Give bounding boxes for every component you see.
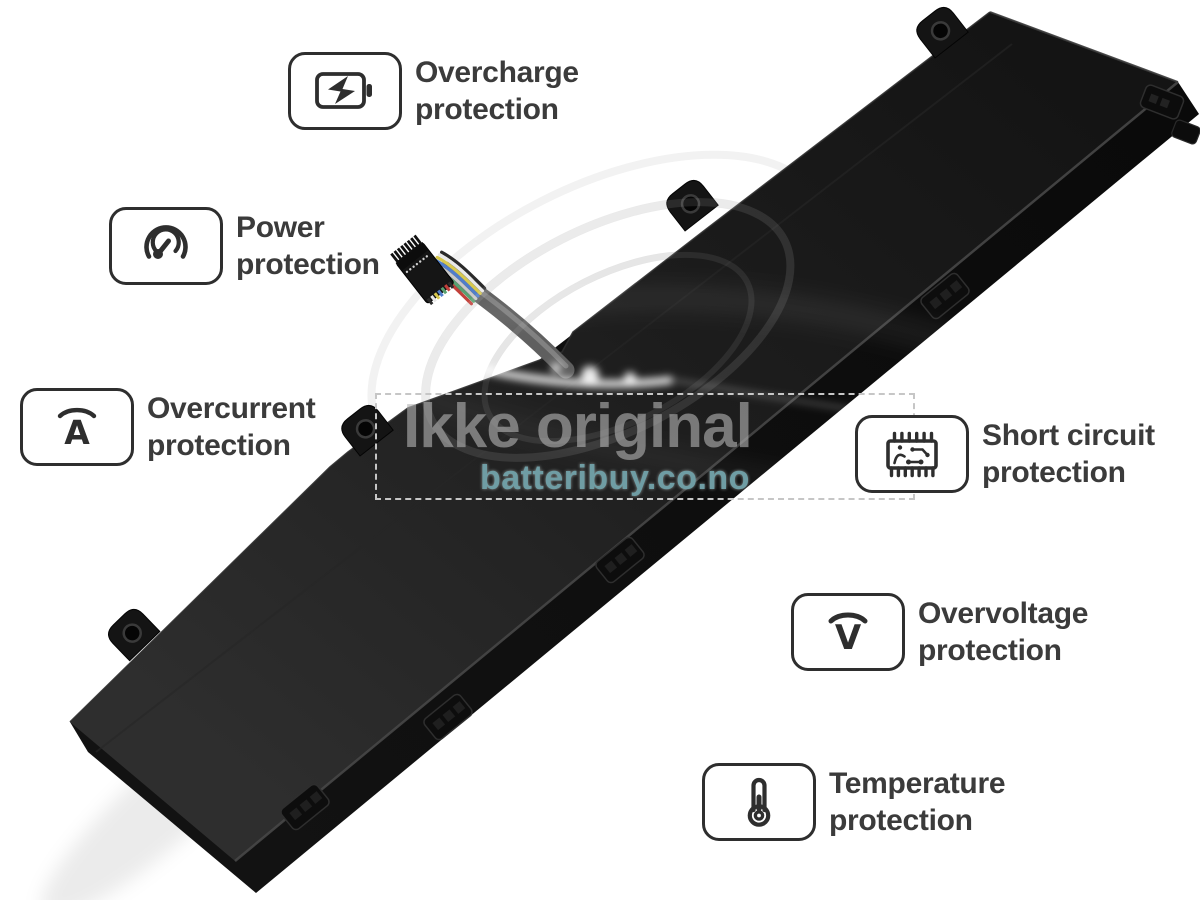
callout-line: Overcharge	[415, 56, 579, 89]
callout-line: protection	[147, 429, 291, 462]
mounting-tabs	[108, 7, 969, 662]
power-gauge-icon	[144, 225, 188, 259]
side-clip	[595, 536, 645, 584]
temperature-thermometer-icon	[747, 777, 771, 827]
mounting-tab	[341, 405, 394, 457]
callout-overvoltage: V Overvoltage protection	[791, 593, 1088, 671]
callout-label: Temperature protection	[829, 765, 1006, 839]
mounting-tab	[916, 7, 969, 59]
callout-line: protection	[829, 804, 973, 837]
callout-overcurrent: A Overcurrent protection	[20, 388, 316, 466]
side-clips	[280, 84, 1200, 831]
short-circuit-icon-box	[855, 415, 969, 493]
callout-label: Power protection	[236, 209, 380, 283]
watermark-title: Ikke original	[403, 392, 753, 461]
callout-label: Overcharge protection	[415, 54, 579, 128]
side-clip	[423, 693, 473, 741]
watermark-box: Ikke original batteribuy.co.no	[375, 393, 915, 500]
smoke-swirl-overlay	[415, 198, 1158, 573]
voltage-glyph: V	[835, 618, 862, 658]
mounting-tab	[108, 608, 161, 662]
mounting-tab	[666, 180, 719, 232]
callout-short-circuit: Short circuit protection	[855, 415, 1155, 493]
side-clip	[280, 783, 330, 831]
callout-overcharge: Overcharge protection	[288, 52, 579, 130]
callout-label: Short circuit protection	[982, 417, 1155, 491]
overvoltage-icon: V	[828, 612, 868, 658]
callout-line: Power	[236, 211, 325, 244]
overcurrent-icon-box: A	[20, 388, 134, 466]
callout-line: Short circuit	[982, 419, 1155, 452]
overcharge-icon-box	[288, 52, 402, 130]
callout-line: Overcurrent	[147, 392, 316, 425]
watermark-site-url: batteribuy.co.no	[480, 459, 750, 497]
short-circuit-chip-icon	[886, 431, 938, 478]
battery-charge-icon	[315, 72, 372, 109]
callout-line: protection	[236, 248, 380, 281]
temperature-icon-box	[702, 763, 816, 841]
power-icon-box	[109, 207, 223, 285]
callout-line: protection	[982, 456, 1126, 489]
callout-line: protection	[918, 634, 1062, 667]
callout-label: Overvoltage protection	[918, 595, 1088, 669]
callout-power: Power protection	[109, 207, 380, 285]
side-clip	[1171, 119, 1200, 145]
callout-label: Overcurrent protection	[147, 390, 316, 464]
callout-line: Temperature	[829, 767, 1006, 800]
ampere-glyph: A	[64, 413, 90, 452]
side-clip	[1139, 84, 1185, 120]
overcurrent-ampere-icon: A	[57, 407, 97, 452]
connector-head	[390, 234, 455, 306]
sparkle-trail	[477, 363, 1091, 444]
callout-line: Overvoltage	[918, 597, 1089, 630]
overvoltage-icon-box: V	[791, 593, 905, 671]
callout-temperature: Temperature protection	[702, 763, 1006, 841]
side-clip	[920, 272, 970, 320]
callout-line: protection	[415, 93, 559, 126]
